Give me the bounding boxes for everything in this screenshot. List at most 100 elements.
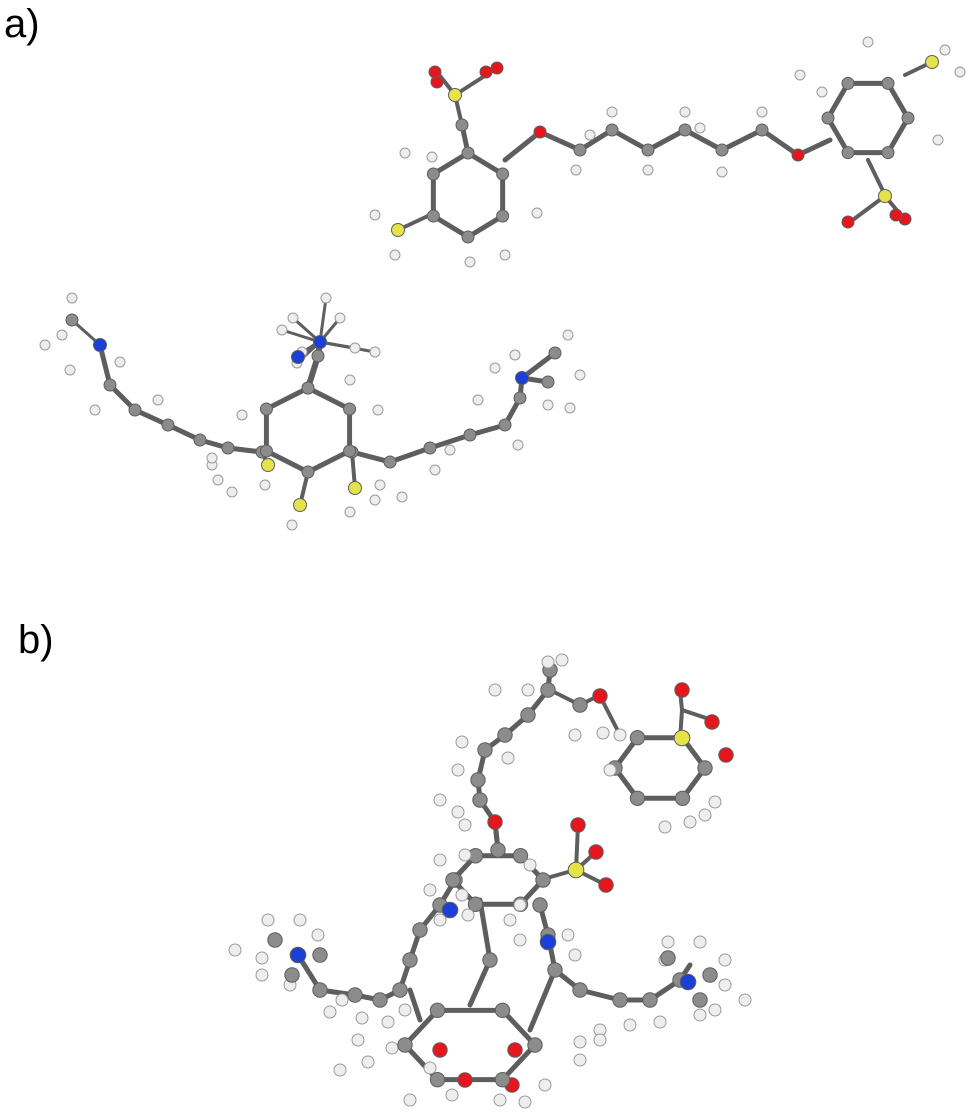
carbon-atom-icon <box>841 76 855 90</box>
hydrogen-atom-icon <box>694 122 706 134</box>
hydrogen-atom-icon <box>513 898 527 912</box>
carbon-atom-icon <box>284 967 300 983</box>
carbon-atom-icon <box>267 932 283 948</box>
carbon-atom-icon <box>641 143 655 157</box>
carbon-atom-icon <box>312 947 328 963</box>
hydrogen-atom-icon <box>39 339 51 351</box>
hydrogen-atom-icon <box>716 166 728 178</box>
oxygen-atom-icon <box>432 1042 448 1058</box>
sulfur-atom-icon <box>293 498 307 512</box>
bond <box>467 957 493 1008</box>
carbon-atom-icon <box>477 742 493 758</box>
sulfur-atom-icon <box>878 189 892 203</box>
sulfur-atom-icon <box>391 223 405 237</box>
carbon-atom-icon <box>343 402 357 416</box>
hydrogen-atom-icon <box>286 519 298 531</box>
hydrogen-atom-icon <box>389 249 401 261</box>
hydrogen-atom-icon <box>564 402 576 414</box>
oxygen-atom-icon <box>490 61 504 75</box>
hydrogen-atom-icon <box>369 346 381 358</box>
carbon-atom-icon <box>461 146 475 160</box>
hydrogen-atom-icon <box>862 36 874 48</box>
oxygen-atom-icon <box>889 208 903 222</box>
bond <box>387 445 433 465</box>
sulfur-atom-icon <box>261 458 275 472</box>
hydrogen-atom-icon <box>426 151 438 163</box>
bond <box>866 158 887 197</box>
hydrogen-atom-icon <box>451 763 465 777</box>
hydrogen-atom-icon <box>521 683 535 697</box>
hydrogen-atom-icon <box>66 292 78 304</box>
hydrogen-atom-icon <box>661 935 675 949</box>
bond <box>885 80 911 121</box>
carbon-atom-icon <box>103 378 117 392</box>
hydrogen-atom-icon <box>718 978 732 992</box>
hydrogen-atom-icon <box>458 818 472 832</box>
carbon-atom-icon <box>715 143 729 157</box>
oxygen-atom-icon <box>841 215 855 229</box>
hydrogen-atom-icon <box>444 444 456 456</box>
hydrogen-atom-icon <box>236 409 248 421</box>
carbon-atom-icon <box>881 146 895 160</box>
hydrogen-atom-icon <box>344 506 356 518</box>
carbon-atom-icon <box>494 1002 511 1019</box>
bond <box>682 127 725 153</box>
hydrogen-atom-icon <box>593 1033 607 1047</box>
carbon-atom-icon <box>642 992 658 1008</box>
bond <box>263 385 311 412</box>
carbon-atom-icon <box>472 792 488 808</box>
carbon-atom-icon <box>496 209 510 223</box>
carbon-atom-icon <box>821 111 835 125</box>
bond <box>825 115 851 156</box>
hydrogen-atom-icon <box>718 953 732 967</box>
carbon-atom-icon <box>259 444 273 458</box>
hydrogen-atom-icon <box>613 728 627 742</box>
bond <box>500 1007 538 1048</box>
carbon-atom-icon <box>423 441 437 455</box>
bond <box>263 448 311 475</box>
hydrogen-atom-icon <box>464 256 476 268</box>
hydrogen-atom-icon <box>372 404 384 416</box>
carbon-atom-icon <box>697 760 713 776</box>
hydrogen-atom-icon <box>518 1095 532 1109</box>
hydrogen-atom-icon <box>513 933 527 947</box>
carbon-atom-icon <box>402 952 418 968</box>
hydrogen-atom-icon <box>568 948 582 962</box>
carbon-atom-icon <box>548 346 562 360</box>
hydrogen-atom-icon <box>683 815 697 829</box>
hydrogen-atom-icon <box>523 858 537 872</box>
nitrogen-atom-icon <box>515 371 529 385</box>
hydrogen-atom-icon <box>355 1011 369 1025</box>
nitrogen-atom-icon <box>93 338 107 352</box>
nitrogen-atom-icon <box>679 973 697 991</box>
hydrogen-atom-icon <box>369 494 381 506</box>
carbon-atom-icon <box>372 992 388 1008</box>
hydrogen-atom-icon <box>228 943 242 957</box>
bond <box>407 987 423 1023</box>
hydrogen-atom-icon <box>396 491 408 503</box>
oxygen-atom-icon <box>588 844 604 860</box>
carbon-atom-icon <box>343 444 357 458</box>
sulfur-atom-icon <box>567 861 585 879</box>
hydrogen-atom-icon <box>555 653 569 667</box>
hydrogen-atom-icon <box>596 726 610 740</box>
hydrogen-atom-icon <box>433 853 447 867</box>
carbon-atom-icon <box>429 1071 446 1088</box>
hydrogen-atom-icon <box>259 479 271 491</box>
bond <box>500 1042 538 1083</box>
hydrogen-atom-icon <box>255 951 269 965</box>
carbon-atom-icon <box>412 922 428 938</box>
hydrogen-atom-icon <box>708 795 722 809</box>
hydrogen-atom-icon <box>114 356 126 368</box>
bond <box>848 194 887 224</box>
carbon-atom-icon <box>692 992 708 1008</box>
hydrogen-atom-icon <box>293 913 307 927</box>
oxygen-atom-icon <box>507 1042 523 1058</box>
nitrogen-atom-icon <box>291 350 305 364</box>
hydrogen-atom-icon <box>488 683 502 697</box>
oxygen-atom-icon <box>487 814 503 830</box>
carbon-atom-icon <box>513 391 527 405</box>
carbon-atom-icon <box>660 950 676 966</box>
hydrogen-atom-icon <box>429 464 441 476</box>
carbon-atom-icon <box>383 455 397 469</box>
